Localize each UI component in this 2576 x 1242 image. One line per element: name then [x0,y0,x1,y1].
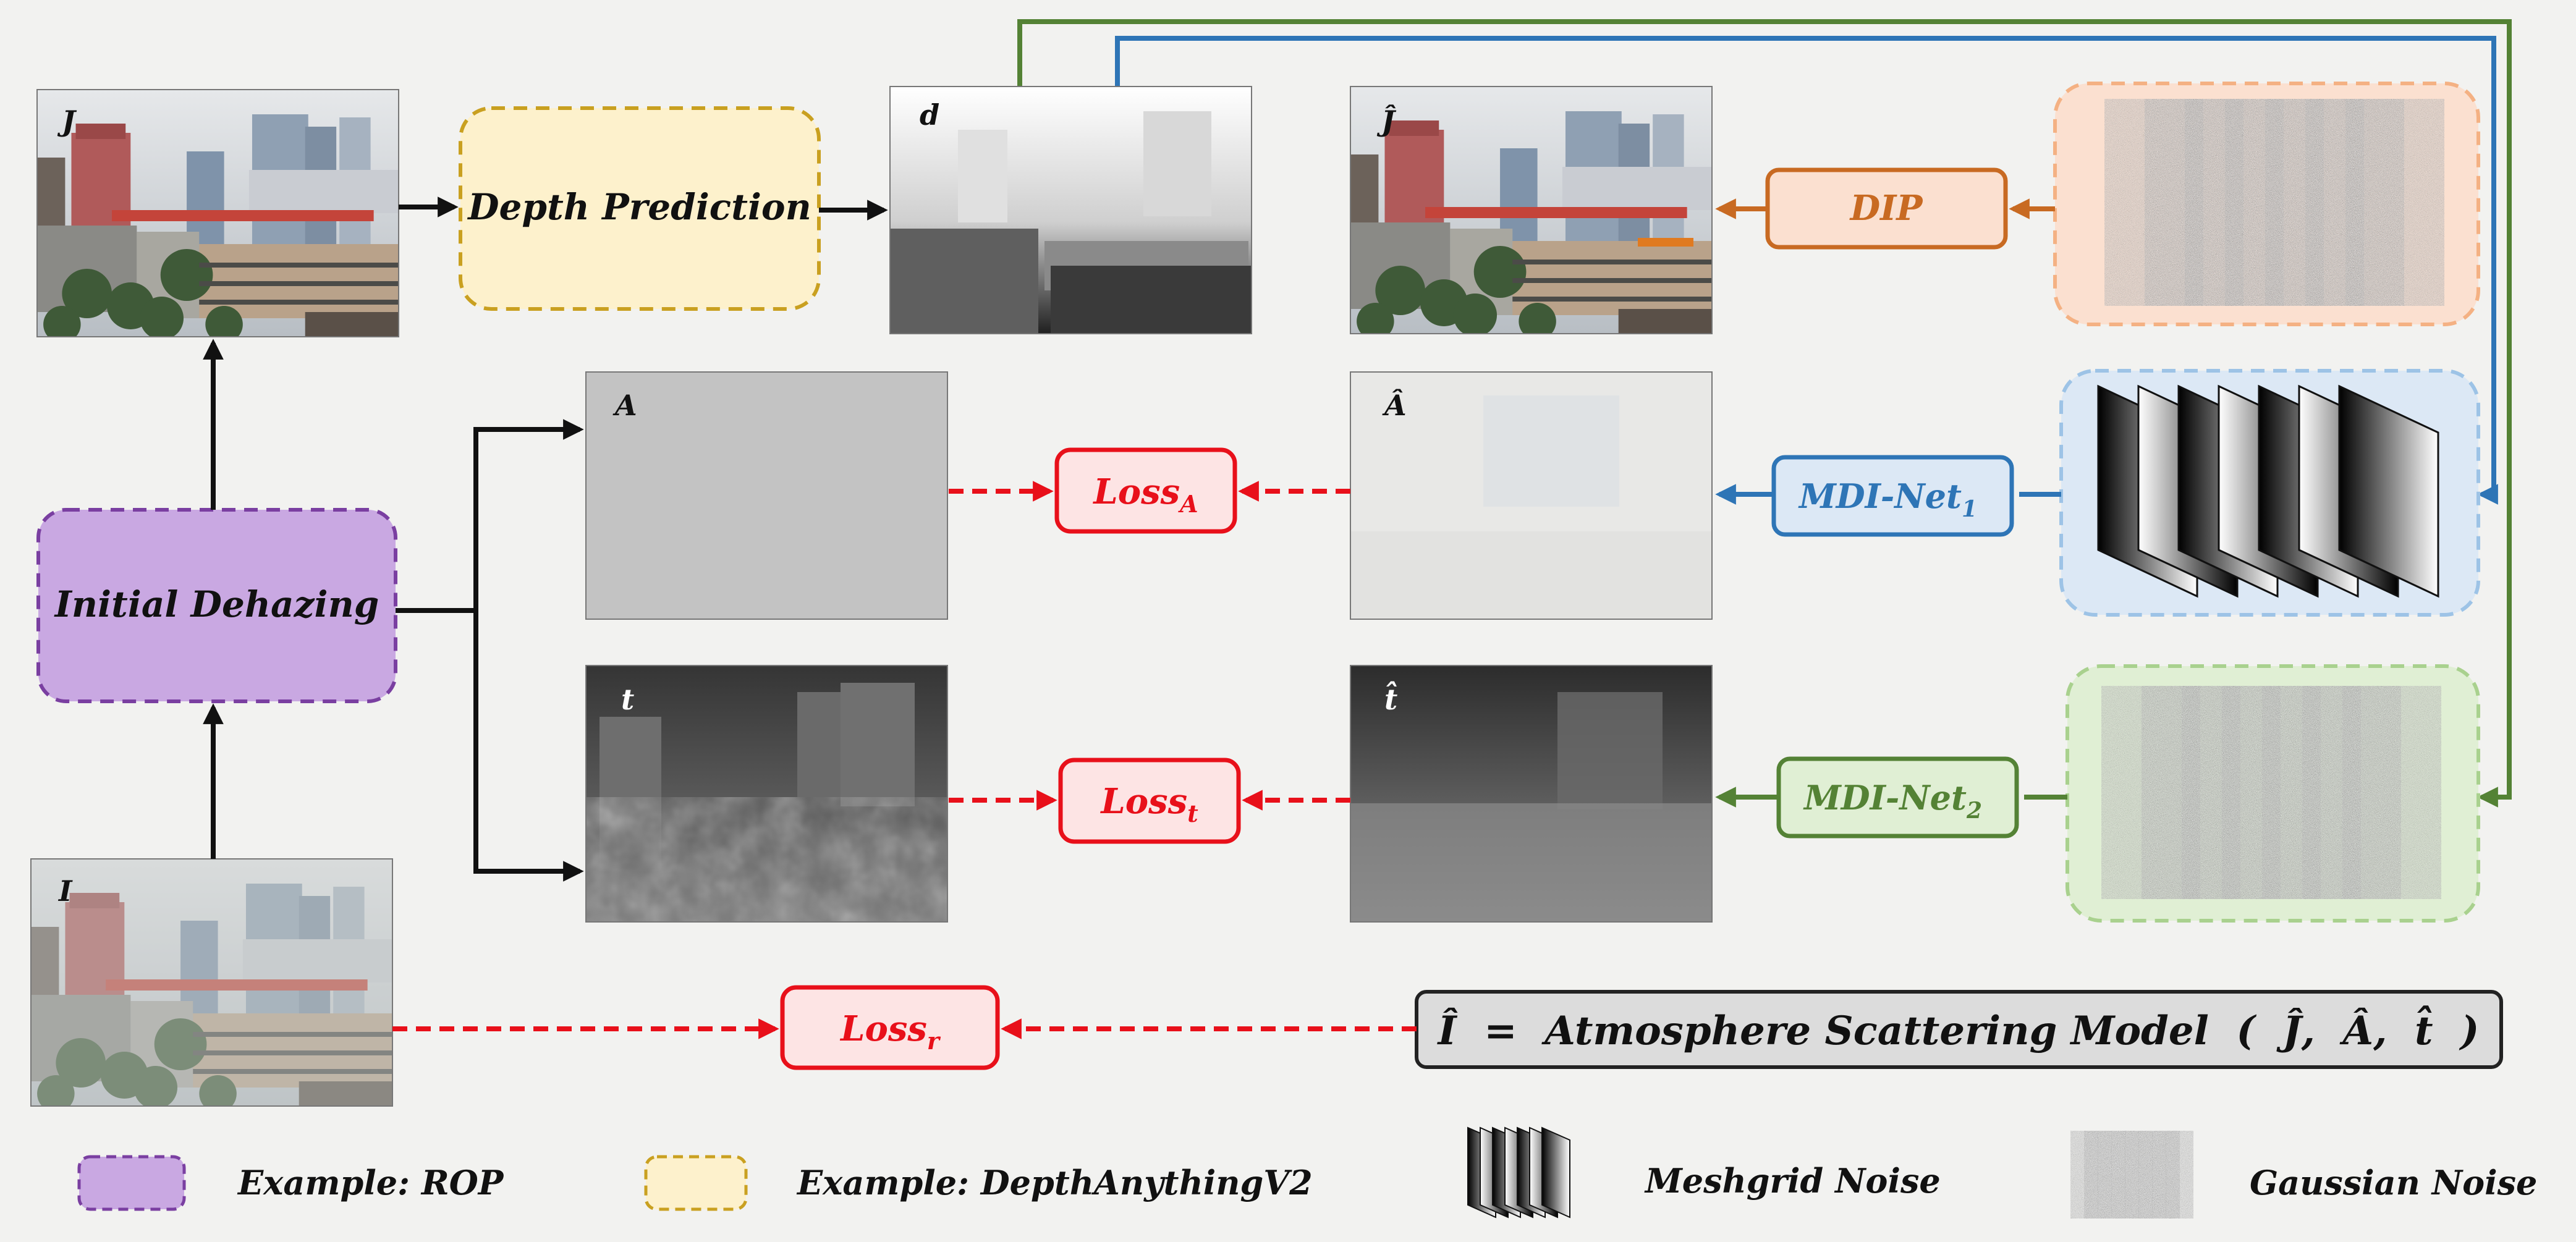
initial-dehazing-block: Initial Dehazing [36,508,397,703]
label-t: t [621,683,634,716]
image-t-hat: t̂ [1350,665,1713,923]
red-loss-arrows [392,481,1417,1039]
image-A: A [585,371,948,620]
svg-text:MDI-Net2: MDI-Net2 [1803,778,1982,824]
loss-t-subscript: t [1187,800,1198,827]
initial-dehazing-label: Initial Dehazing [54,583,379,625]
mdi-net2-subscript: 2 [1966,798,1982,824]
mdi-net1-block: MDI-Net1 [1771,455,2014,537]
loss-r-box: Lossr [780,985,1000,1070]
image-A-hat: Â [1350,371,1713,620]
image-I: I [30,858,393,1107]
dip-label: DIP [1849,188,1924,229]
gaussian-noise-stack-mdi2 [2065,664,2480,923]
legend-rop: Example: ROP [237,1163,504,1202]
loss-t-label: Loss [1099,781,1187,822]
loss-t-box: Losst [1058,758,1241,844]
mdi-net2-block: MDI-Net2 [1776,756,2019,839]
image-J-hat: Ĵ [1350,86,1713,334]
gaussian-noise-stack-dip [2053,82,2480,326]
image-J: J [36,89,399,337]
atmosphere-scattering-formula: Î = Atmosphere Scattering Model ( Ĵ, Â, … [1415,990,2503,1069]
depth-prediction-block: Depth Prediction [459,106,821,311]
mdi-net1-label: MDI-Net [1798,476,1962,516]
legend-meshgrid-icon [1467,1126,1570,1219]
label-d: d [920,98,939,132]
image-d: d [889,86,1252,334]
legend-gaussian: Gaussian Noise [2250,1163,2537,1202]
label-A-hat: Â [1382,388,1407,422]
legend-gaussian-icon [2070,1130,2194,1220]
dip-block: DIP [1765,167,2008,250]
mdi-net2-label: MDI-Net [1803,778,1967,817]
loss-r-subscript: r [927,1027,941,1055]
depth-prediction-label: Depth Prediction [467,186,811,228]
loss-A-box: LossA [1054,447,1237,534]
mdi-net1-subscript: 1 [1962,496,1977,522]
green-feedback-line [1017,19,2512,808]
image-t: t [585,665,948,923]
blue-feedback-line [1115,36,2498,505]
formula-text: Î = Atmosphere Scattering Model ( Ĵ, Â, … [1437,1005,2480,1054]
loss-A-label: Loss [1092,471,1180,512]
loss-A-subscript: A [1178,490,1198,518]
legend-meshgrid: Meshgrid Noise [1644,1161,1941,1201]
label-A: A [612,389,637,422]
svg-text:LossA: LossA [1092,471,1198,518]
svg-text:MDI-Net1: MDI-Net1 [1798,476,1977,522]
black-arrows [203,196,888,882]
legend-depth-anything: Example: DepthAnythingV2 [796,1163,1313,1202]
loss-r-label: Loss [839,1008,927,1049]
label-t-hat: t̂ [1384,681,1397,716]
meshgrid-noise-stack [2059,369,2480,617]
label-I: I [57,874,73,908]
svg-text:Lossr: Lossr [839,1008,941,1055]
legend: Example: ROP Example: DepthAnythingV2 Me… [77,1126,2537,1220]
svg-text:Losst: Losst [1099,781,1198,827]
